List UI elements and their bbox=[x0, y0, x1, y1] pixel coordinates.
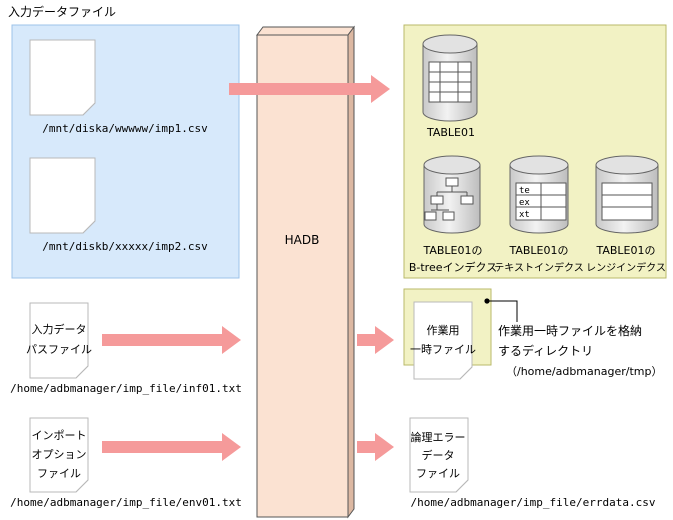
error-file-label-3: ファイル bbox=[416, 467, 460, 480]
text-index-label-1: TABLE01の bbox=[508, 244, 568, 257]
option-file-path: /home/adbmanager/imp_file/env01.txt bbox=[10, 496, 242, 509]
input-file-2-icon bbox=[29, 157, 96, 234]
text-index-cell-3: xt bbox=[519, 210, 530, 220]
error-file-label-2: データ bbox=[422, 448, 455, 462]
work-file-icon bbox=[413, 301, 473, 380]
text-index-icon bbox=[509, 155, 569, 234]
work-file-label-2: 一時ファイル bbox=[410, 343, 476, 356]
error-file-path: /home/adbmanager/imp_file/errdata.csv bbox=[410, 496, 655, 509]
work-note-line-1: 作業用一時ファイルを格納 bbox=[498, 323, 642, 338]
option-file-icon bbox=[29, 417, 89, 493]
path-file-label-2: パスファイル bbox=[26, 343, 92, 356]
arrow-hadb-to-error-file bbox=[357, 433, 394, 461]
table-cylinder-icon bbox=[422, 34, 478, 122]
text-index-cell-1: te bbox=[519, 186, 530, 196]
work-note-line-2: するディレクトリ bbox=[498, 343, 593, 358]
work-directory-callout bbox=[484, 298, 518, 322]
option-file-label-1: インポート bbox=[32, 429, 87, 442]
option-file-label-2: オプション bbox=[32, 448, 87, 461]
hadb-label: HADB bbox=[285, 233, 320, 247]
b-tree-index-label-1: TABLE01の bbox=[422, 244, 482, 257]
work-file-label-1: 作業用 bbox=[427, 324, 460, 337]
range-index-label-2: レンジインデクス bbox=[586, 261, 666, 274]
arrow-path-file-to-hadb bbox=[102, 326, 241, 354]
path-file-icon bbox=[29, 302, 89, 379]
work-note-line-3: （/home/adbmanager/tmp） bbox=[506, 365, 662, 378]
input-file-2-path: /mnt/diskb/xxxxx/imp2.csv bbox=[42, 240, 208, 253]
text-index-label-2: テキストインデクス bbox=[494, 261, 583, 274]
input-file-1-path: /mnt/diska/wwwww/imp1.csv bbox=[42, 122, 208, 135]
text-index-cell-2: ex bbox=[519, 198, 530, 208]
option-file-label-3: ファイル bbox=[37, 467, 81, 480]
error-file-icon bbox=[409, 417, 469, 493]
range-index-icon bbox=[595, 155, 659, 234]
b-tree-index-icon bbox=[423, 155, 481, 234]
input-file-1-icon bbox=[29, 39, 96, 116]
arrow-hadb-to-work-file bbox=[357, 326, 394, 354]
input-area-title: 入力データファイル bbox=[8, 4, 116, 19]
hadb-pillar bbox=[256, 25, 355, 519]
table-name: TABLE01 bbox=[426, 126, 475, 139]
error-file-label-1: 論理エラー bbox=[411, 430, 466, 444]
path-file-path: /home/adbmanager/imp_file/inf01.txt bbox=[10, 382, 242, 395]
arrow-input-to-table bbox=[229, 75, 390, 103]
range-index-label-1: TABLE01の bbox=[595, 244, 655, 257]
b-tree-index-label-2: B-treeインデクス bbox=[409, 260, 497, 274]
path-file-label-1: 入力データ bbox=[32, 322, 87, 336]
arrow-option-file-to-hadb bbox=[102, 433, 241, 461]
